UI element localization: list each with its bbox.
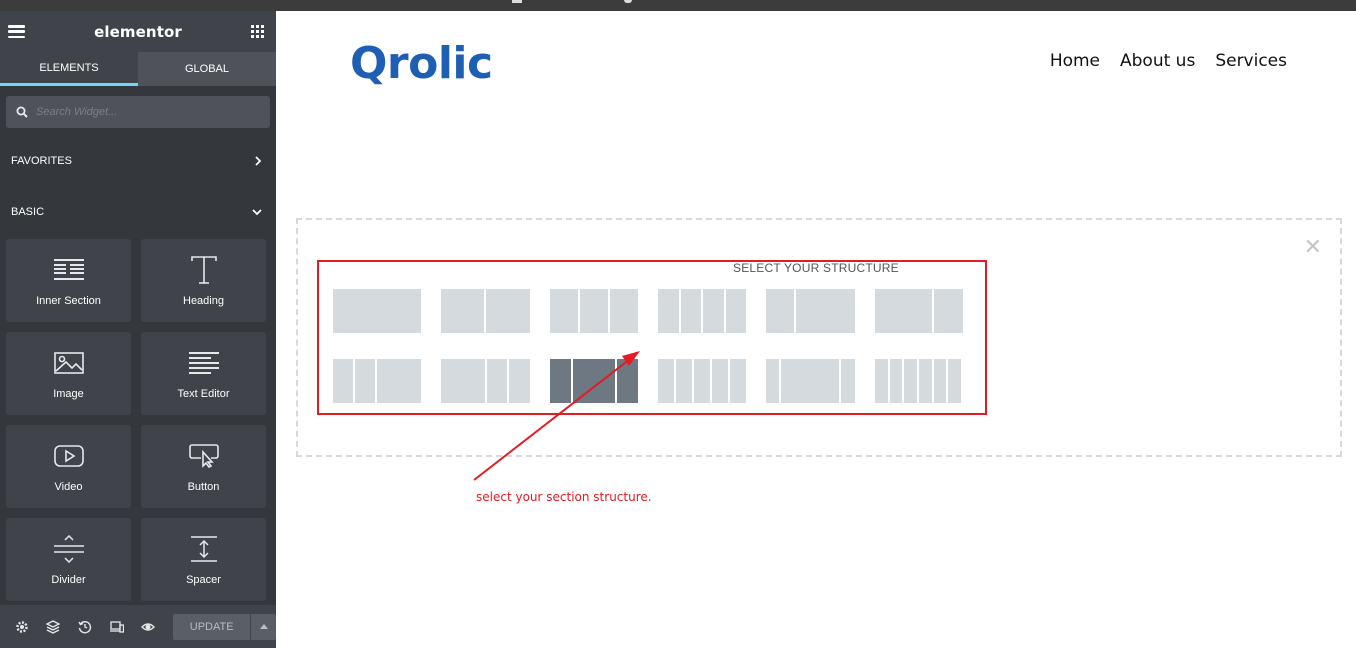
text-editor-icon	[188, 352, 219, 374]
widget-inner-section[interactable]: Inner Section	[6, 239, 131, 322]
nav-about-us[interactable]: About us	[1120, 51, 1196, 71]
widget-label: Video	[54, 481, 83, 493]
site-navigation: Home About us Services	[1050, 51, 1287, 71]
structure-preset-66-33[interactable]	[875, 289, 963, 333]
widget-label: Text Editor	[177, 388, 230, 400]
nav-home[interactable]: Home	[1049, 51, 1101, 71]
widget-button[interactable]: Button	[141, 425, 266, 508]
widget-label: Inner Section	[36, 295, 101, 307]
structure-preset-1-col[interactable]	[333, 289, 421, 333]
structure-preset-25-25-50[interactable]	[333, 359, 421, 403]
structure-preset-6-col[interactable]	[875, 359, 963, 403]
widget-divider[interactable]: Divider	[6, 518, 131, 601]
update-button[interactable]: UPDATE	[173, 613, 251, 640]
spacer-icon	[190, 536, 217, 562]
structure-preset-3-col[interactable]	[550, 289, 638, 333]
search-widget-input[interactable]	[36, 106, 256, 118]
site-logo-text: Qrolic	[350, 38, 493, 89]
widget-label: Divider	[51, 574, 86, 586]
widget-image[interactable]: Image	[6, 332, 131, 415]
search-icon	[16, 106, 28, 118]
top-bar-glyph	[512, 0, 522, 3]
settings-gear-icon[interactable]	[6, 617, 38, 637]
button-icon	[188, 444, 219, 468]
browser-top-bar	[0, 0, 1356, 11]
widget-label: Spacer	[186, 574, 221, 586]
category-label: FAVORITES	[11, 154, 72, 167]
structure-preset-50-25-25[interactable]	[441, 359, 530, 403]
inner-section-icon	[53, 259, 84, 280]
structure-preset-33-66[interactable]	[766, 289, 855, 333]
menu-hamburger-icon[interactable]	[8, 25, 25, 38]
update-options-button[interactable]	[251, 613, 276, 640]
structure-preset-2-col[interactable]	[441, 289, 530, 333]
structure-preset-5-col[interactable]	[658, 359, 746, 403]
app-brand: elementor	[94, 22, 182, 41]
widget-spacer[interactable]: Spacer	[141, 518, 266, 601]
apps-grid-icon[interactable]	[251, 25, 264, 38]
nav-services[interactable]: Services	[1215, 51, 1287, 71]
structure-title: SELECT YOUR STRUCTURE	[733, 261, 899, 275]
heading-icon	[190, 256, 217, 284]
sidebar-header: elementor	[0, 11, 276, 52]
category-basic[interactable]: BASIC	[0, 186, 276, 237]
structure-preset-4-col[interactable]	[658, 289, 746, 333]
divider-icon	[53, 535, 84, 563]
responsive-mode-icon[interactable]	[101, 617, 133, 637]
category-label: BASIC	[11, 205, 45, 218]
caret-up-icon	[259, 624, 268, 629]
video-icon	[53, 445, 84, 467]
sidebar-tabs: ELEMENTS GLOBAL	[0, 52, 276, 86]
top-bar-glyph	[624, 0, 632, 3]
close-icon[interactable]: ✕	[1303, 234, 1322, 259]
preview-eye-icon[interactable]	[133, 617, 165, 637]
tab-elements[interactable]: ELEMENTS	[0, 52, 138, 86]
widget-label: Image	[53, 388, 84, 400]
widget-video[interactable]: Video	[6, 425, 131, 508]
highlight-box	[317, 260, 987, 415]
site-logo[interactable]: Qrolic	[350, 37, 493, 91]
widget-label: Heading	[183, 295, 224, 307]
navigator-layers-icon[interactable]	[38, 617, 70, 637]
editor-sidebar: elementor ELEMENTS GLOBAL FAVORITES BASI…	[0, 11, 276, 648]
category-favorites[interactable]: FAVORITES	[0, 135, 276, 186]
page-canvas: Qrolic Home About us Services ✕ SELECT Y…	[276, 11, 1356, 648]
widget-heading[interactable]: Heading	[141, 239, 266, 322]
chevron-down-icon	[252, 208, 262, 215]
structure-preset-25-50-25[interactable]	[550, 359, 638, 403]
image-icon	[53, 352, 84, 374]
section-dropzone: ✕ SELECT YOUR STRUCTURE	[296, 218, 1342, 457]
sidebar-footer: UPDATE	[0, 605, 276, 648]
structure-preset-16-66-16[interactable]	[766, 359, 855, 403]
history-icon[interactable]	[69, 617, 101, 637]
widget-grid: Inner Section Heading Image	[0, 237, 276, 601]
search-wrapper	[0, 86, 276, 135]
annotation-arrow	[473, 351, 640, 481]
widgets-panel: FAVORITES BASIC Inner Section	[0, 135, 276, 622]
search-box	[6, 96, 270, 128]
widget-text-editor[interactable]: Text Editor	[141, 332, 266, 415]
widget-label: Button	[187, 481, 220, 493]
annotation-text: select your section structure.	[476, 490, 652, 504]
chevron-right-icon	[255, 155, 262, 166]
tab-global[interactable]: GLOBAL	[138, 52, 276, 86]
